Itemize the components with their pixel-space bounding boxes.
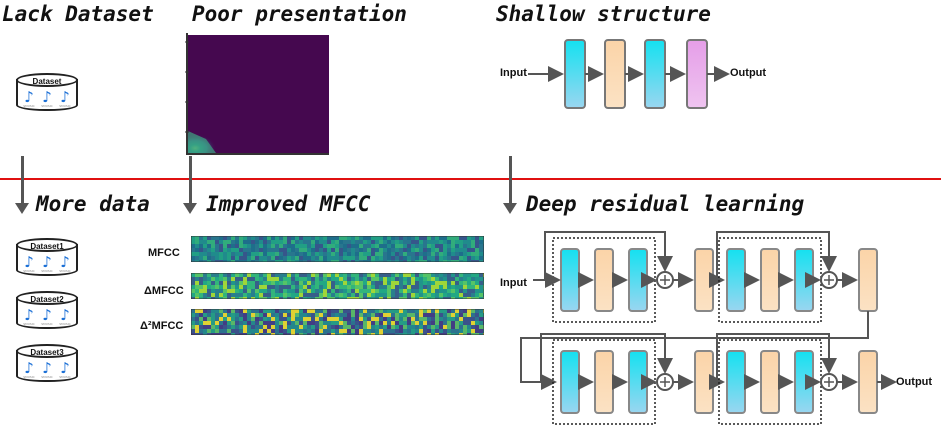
file-label: SMUSIC xyxy=(41,269,53,273)
dataset3-label: Dataset3 xyxy=(30,348,64,357)
shallow-network-diagram xyxy=(528,39,730,109)
heading-poor-presentation: Poor presentation xyxy=(192,2,407,26)
music-note-icon: ♪ xyxy=(60,253,70,271)
music-note-icon: ♪ xyxy=(24,359,34,377)
delta2-mfcc-spectrogram xyxy=(191,309,484,335)
music-file-icons: ♪ ♪ ♪ xyxy=(22,89,72,105)
dataset1-label: Dataset1 xyxy=(30,242,64,251)
heading-shallow-structure: Shallow structure xyxy=(496,2,711,26)
file-label: SMUSIC xyxy=(23,269,35,273)
dataset-label: Dataset xyxy=(32,77,62,86)
arrow-down-dataset xyxy=(15,156,29,214)
heading-deep-residual: Deep residual learning xyxy=(526,192,805,216)
heading-more-data: More data xyxy=(36,192,150,216)
deep-residual-network-diagram xyxy=(520,231,897,425)
shallow-input-label: Input xyxy=(500,67,527,79)
file-label: SMUSIC xyxy=(59,269,71,273)
conv-block xyxy=(726,350,746,414)
skip-connection xyxy=(544,231,673,280)
spectrogram-heatmap xyxy=(186,33,329,155)
file-label: SMUSIC xyxy=(59,104,71,108)
music-note-icon: ♪ xyxy=(42,306,52,324)
file-label: SMUSIC xyxy=(59,375,71,379)
pink-block xyxy=(686,39,708,109)
heatmap-y-ticks xyxy=(185,41,189,133)
conv-block xyxy=(564,39,586,109)
conv-block xyxy=(726,248,746,312)
peach-block xyxy=(694,350,714,414)
file-label: SMUSIC xyxy=(59,322,71,326)
music-note-icon: ♪ xyxy=(24,306,34,324)
dataset2-cylinder: Dataset2 ♪ ♪ ♪ SMUSIC SMUSIC SMUSIC xyxy=(16,291,78,331)
music-note-icon: ♪ xyxy=(60,88,70,106)
peach-block xyxy=(604,39,626,109)
peach-block xyxy=(858,248,878,312)
skip-connection xyxy=(716,231,837,280)
mfcc-label: MFCC xyxy=(148,247,180,259)
peach-block xyxy=(760,350,780,414)
file-label: SMUSIC xyxy=(23,104,35,108)
music-note-icon: ♪ xyxy=(42,88,52,106)
file-label: SMUSIC xyxy=(41,322,53,326)
conv-block xyxy=(794,248,814,312)
mfcc-spectrogram xyxy=(191,236,484,262)
skip-connection xyxy=(540,333,673,382)
peach-block xyxy=(858,350,878,414)
deep-output-label: Output xyxy=(896,376,933,388)
file-label: SMUSIC xyxy=(23,322,35,326)
conv-block xyxy=(560,350,580,414)
music-note-icon: ♪ xyxy=(60,359,70,377)
delta-mfcc-spectrogram xyxy=(191,273,484,299)
shallow-output-label: Output xyxy=(730,67,767,79)
deep-input-label: Input xyxy=(500,277,527,289)
file-label: SMUSIC xyxy=(23,375,35,379)
delta-mfcc-label: ΔMFCC xyxy=(144,285,184,297)
peach-block xyxy=(594,248,614,312)
conv-block xyxy=(628,248,648,312)
dataset-cylinder: Dataset ♪ ♪ ♪ SMUSIC SMUSIC SMUSIC xyxy=(16,73,78,113)
heading-lack-dataset: Lack Dataset xyxy=(2,2,154,26)
dataset1-cylinder: Dataset1 ♪ ♪ ♪ SMUSIC SMUSIC SMUSIC xyxy=(16,238,78,278)
music-note-icon: ♪ xyxy=(42,253,52,271)
conv-block xyxy=(644,39,666,109)
conv-block xyxy=(628,350,648,414)
wrap-connector xyxy=(520,311,869,390)
delta2-mfcc-label: Δ²MFCC xyxy=(140,320,184,332)
conv-block xyxy=(560,248,580,312)
music-note-icon: ♪ xyxy=(42,359,52,377)
file-label: SMUSIC xyxy=(41,104,53,108)
music-note-icon: ♪ xyxy=(60,306,70,324)
conv-block xyxy=(794,350,814,414)
dataset2-label: Dataset2 xyxy=(30,295,64,304)
heading-improved-mfcc: Improved MFCC xyxy=(206,192,371,216)
peach-block xyxy=(694,248,714,312)
file-label: SMUSIC xyxy=(41,375,53,379)
arrow-down-mfcc xyxy=(183,156,197,214)
peach-block xyxy=(760,248,780,312)
red-divider-line xyxy=(0,178,941,180)
skip-connection xyxy=(716,333,837,382)
dataset3-cylinder: Dataset3 ♪ ♪ ♪ SMUSIC SMUSIC SMUSIC xyxy=(16,344,78,384)
music-note-icon: ♪ xyxy=(24,253,34,271)
music-note-icon: ♪ xyxy=(24,88,34,106)
arrow-down-network xyxy=(503,156,517,214)
peach-block xyxy=(594,350,614,414)
